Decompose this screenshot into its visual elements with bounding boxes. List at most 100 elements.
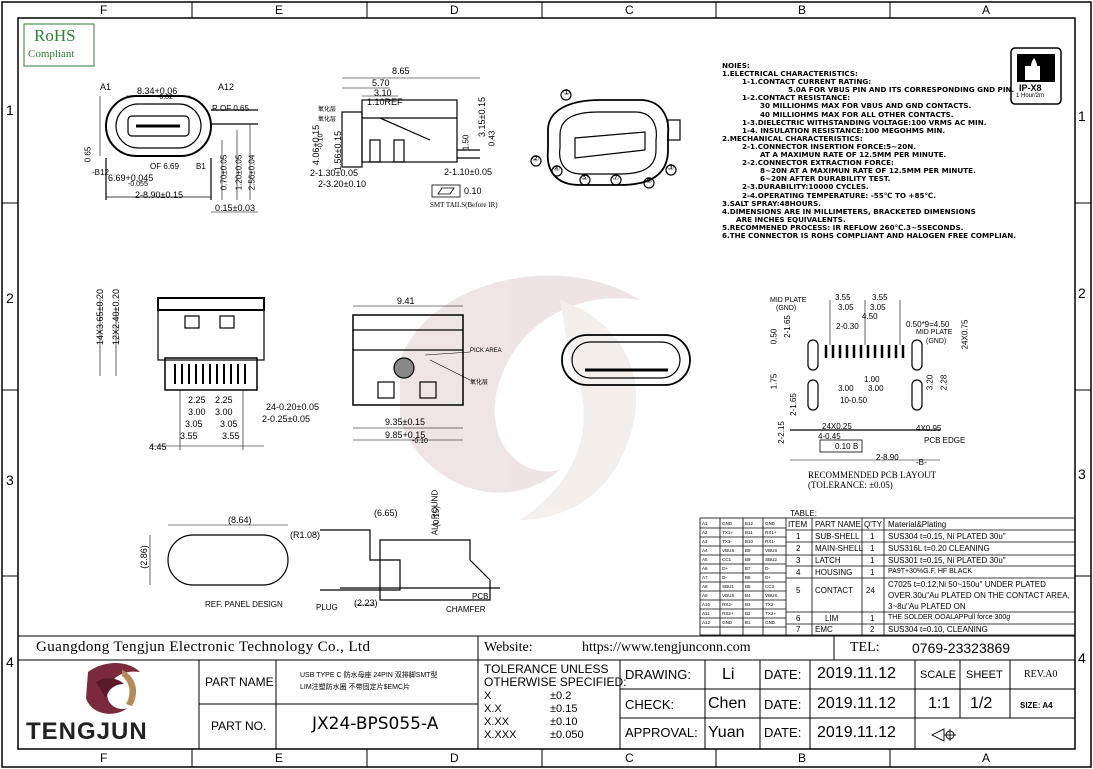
col-label: F xyxy=(100,751,108,765)
dim-label: 3.15±0.15 xyxy=(476,97,487,137)
row-label: 3 xyxy=(1078,466,1086,482)
balloon: ① xyxy=(563,88,571,97)
part-name-label: PART NAME xyxy=(205,675,274,689)
pin-cell: A1 xyxy=(702,521,708,526)
dim-label: A1 xyxy=(100,82,112,92)
website-link[interactable]: https://www.tengjunconn.com xyxy=(582,640,751,655)
dim-label: 0.70±0.05 xyxy=(219,154,229,191)
dim-label: A12 xyxy=(218,82,235,92)
pin-cell: B3 xyxy=(745,602,751,607)
pin-cell: D- xyxy=(722,575,727,580)
dim-label: (2.23) xyxy=(354,598,378,608)
note-line: ARE INCHES EQUIVALENTS. xyxy=(736,214,846,224)
company-logo-text: TENGJUN xyxy=(26,718,148,745)
note-line: 5.0A FOR VBUS PIN AND ITS CORRESPONDING … xyxy=(788,85,1015,95)
pin-cell: B6 xyxy=(745,575,751,580)
part-no-value: JX24-BPS055-A xyxy=(312,714,439,734)
date-value: 2019.11.12 xyxy=(817,724,896,741)
tel-label: TEL: xyxy=(850,640,880,655)
dim-label: 2.56±0.04 xyxy=(247,154,257,191)
note-line: 6.THE CONNECTOR IS ROHS COMPLIANT AND HA… xyxy=(722,230,1016,240)
dim-label: 6.69+0.045 xyxy=(108,173,154,183)
ip-rating: IP-X8 xyxy=(1019,83,1042,93)
dim-label: 24X0.25 xyxy=(822,422,852,431)
note-line: 1-4. INSULATION RESISTANCE:100 MEGOHMS M… xyxy=(742,125,946,135)
rohs-box xyxy=(23,23,95,67)
pin-cell: B5 xyxy=(745,584,751,589)
notes-block: NOIES: 1.ELECTRICAL CHARACTERISTICS: 1-1… xyxy=(722,61,1016,240)
dim-label: B1 xyxy=(196,162,206,171)
tel-number: 0769-23323869 xyxy=(912,640,1011,656)
col-label: F xyxy=(100,3,108,17)
table-header: ITEM xyxy=(788,520,808,529)
note-line: 1.ELECTRICAL CHARACTERISTICS: xyxy=(722,69,858,79)
dim-label: B xyxy=(853,442,859,451)
dim-label: 2-1.65 xyxy=(788,393,798,416)
dim-label: 3.20 xyxy=(925,374,935,391)
row-label: 4 xyxy=(6,654,14,670)
checked-by: Chen xyxy=(708,695,747,712)
dim-label: (GND) xyxy=(926,338,947,345)
dim-label: (0.15) xyxy=(431,506,441,527)
pin-cell: B7 xyxy=(745,566,751,571)
dim-label: 2-1.65 xyxy=(782,315,792,338)
col-label: A xyxy=(982,751,991,765)
ip-duration: 1 Hour/2m xyxy=(1016,93,1045,99)
tolerance-key: X xyxy=(484,690,492,702)
pin-cell: A9 xyxy=(702,593,708,598)
col-label: C xyxy=(625,751,634,765)
table-row-name: LATCH xyxy=(815,556,841,565)
tolerance-key: X.XX xyxy=(484,716,510,728)
sheet-label: SHEET xyxy=(966,669,1003,681)
balloon: ⑤ xyxy=(581,173,589,182)
pin-cell: TX1+ xyxy=(722,530,734,535)
date-label: DATE: xyxy=(764,667,802,682)
scale-value: 1:1 xyxy=(928,695,951,712)
dim-label: PCB EDGE xyxy=(924,436,966,445)
website-label: Website: xyxy=(484,640,533,655)
dim-label: MID PLATE xyxy=(770,297,807,304)
pin-cell: VBUS xyxy=(722,548,735,553)
table-row-qty: 24 xyxy=(866,586,875,595)
dim-label: 4-0.45 xyxy=(818,432,841,441)
dim-label: 0.50*9=4.50 xyxy=(906,320,950,329)
dim-label: 0.50 xyxy=(769,328,779,345)
dim-label: 2-0.25±0.05 xyxy=(262,414,310,424)
table-row-mat-extra: OVER.30u"Au PLATED ON THE CONTACT AREA, xyxy=(888,591,1070,600)
dim-label: 2.25 xyxy=(188,395,206,405)
inner-border xyxy=(17,17,1076,750)
table-row-item: 7 xyxy=(796,625,801,634)
scale-label: SCALE xyxy=(920,669,957,681)
dim-label: OF 6.69 xyxy=(150,162,179,171)
table-header: PART NAME xyxy=(815,520,861,529)
pin-cell: A10 xyxy=(702,602,711,607)
check-label: CHECK: xyxy=(625,697,675,712)
dim-label: 2.28 xyxy=(939,374,949,391)
pin-cell: GND xyxy=(765,521,776,526)
view-bottom-center xyxy=(352,305,471,441)
table-row-qty: 1 xyxy=(870,532,875,541)
pin-cell: B8 xyxy=(745,557,751,562)
revision: REV.A0 xyxy=(1024,669,1058,680)
col-label: A xyxy=(982,3,991,17)
dim-label: 3.05 xyxy=(838,303,854,312)
pin-cell: GND xyxy=(722,620,733,625)
dim-label: 5.70 xyxy=(372,78,390,88)
col-label: B xyxy=(798,751,807,765)
pcb-layout xyxy=(790,300,940,461)
pin-cell: RX1+ xyxy=(765,530,777,535)
title-block-grid xyxy=(18,635,1075,749)
dim-label: 3.10 xyxy=(374,88,392,98)
dim-label: MID PLATE xyxy=(916,329,953,336)
view-isometric xyxy=(530,89,681,189)
dim-label: (8.64) xyxy=(228,515,252,525)
rohs-title: RoHS xyxy=(34,26,76,45)
table-row-mat: C7025 t=0.12,Ni 50~150u" UNDER PLATED xyxy=(888,580,1046,589)
tolerance-key: X.XXX xyxy=(484,729,517,741)
dim-label: REF. PANEL DESIGN xyxy=(205,600,283,609)
dim-label: -0.02 xyxy=(157,94,173,101)
tolerance-value: ±0.2 xyxy=(550,690,572,702)
